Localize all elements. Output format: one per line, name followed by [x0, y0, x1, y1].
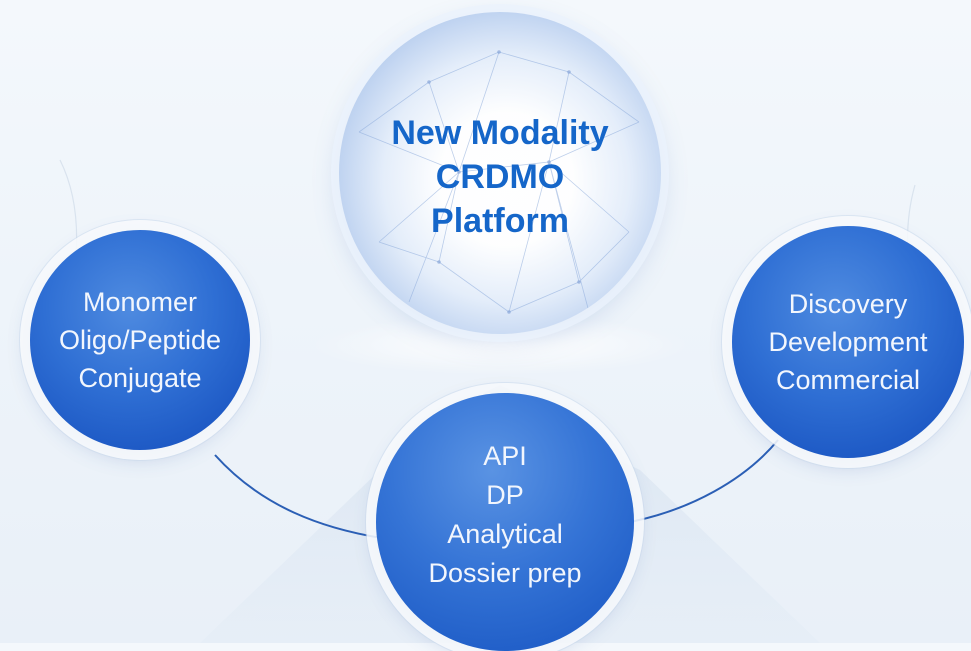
connector-left	[214, 454, 396, 541]
right-circle: Discovery Development Commercial	[732, 226, 964, 458]
connector-right	[629, 439, 779, 523]
bottom-line-1: API	[483, 441, 527, 471]
bottom-circle: API DP Analytical Dossier prep	[376, 393, 634, 651]
right-line-2: Development	[768, 327, 928, 357]
right-line-3: Commercial	[775, 365, 921, 395]
left-line-2: Oligo/Peptide	[58, 325, 222, 355]
bottom-line-3: Analytical	[447, 519, 563, 549]
center-label: New Modality CRDMO Platform	[391, 111, 608, 243]
right-label: Discovery Development Commercial	[768, 285, 927, 399]
center-line-1: New Modality	[391, 114, 609, 152]
network-mesh	[358, 50, 640, 314]
center-line-2: CRDMO	[435, 158, 565, 196]
left-line-1: Monomer	[82, 287, 198, 317]
center-glow	[310, 315, 690, 375]
center-sphere: New Modality CRDMO Platform	[339, 12, 661, 334]
left-label: Monomer Oligo/Peptide Conjugate	[59, 283, 221, 397]
bottom-line-2: DP	[486, 480, 524, 510]
bottom-line-4: Dossier prep	[428, 558, 582, 588]
left-line-3: Conjugate	[78, 363, 202, 393]
left-circle: Monomer Oligo/Peptide Conjugate	[30, 230, 250, 450]
center-line-3: Platform	[431, 202, 569, 240]
right-line-1: Discovery	[788, 289, 908, 319]
bottom-label: API DP Analytical Dossier prep	[428, 437, 581, 593]
